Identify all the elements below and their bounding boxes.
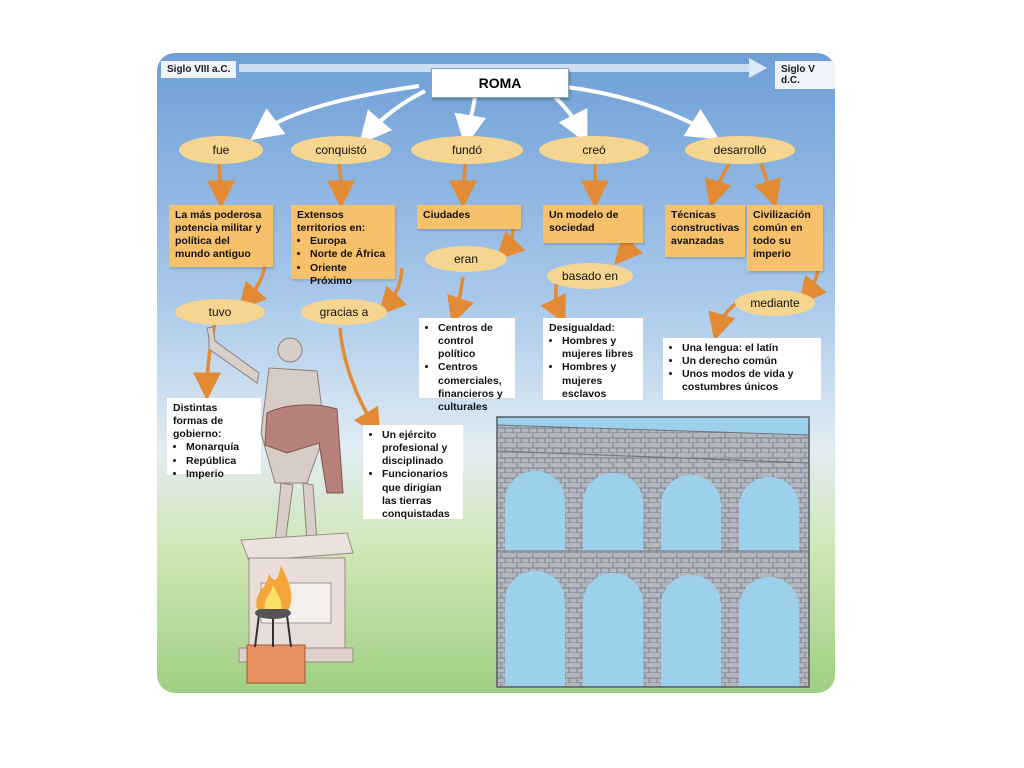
box-tecnicas-constructivas: Técnicas constructivas avanzadas [665,205,745,257]
concept-map-panel: Siglo VIII a.C. Siglo V d.C. ROMA fue co… [157,53,835,693]
lengua-item: Un derecho común [682,355,815,368]
ejercito-item: Un ejército profesional y disciplinado [382,429,457,468]
verb-fundo: fundó [411,136,523,164]
box-extensos-territorios: Extensos territorios en: Europa Norte de… [291,205,395,287]
concept-root-roma: ROMA [431,68,569,98]
aqueduct-border [496,416,810,688]
lengua-item: Unos modos de vida y costumbres únicos [682,368,815,394]
root-arrows [250,84,720,147]
desigualdad-item: Hombres y mujeres libres [562,335,637,361]
box-ciudades: Ciudades [417,205,521,229]
verb-basado-en: basado en [547,263,633,289]
verb-fue: fue [179,136,263,164]
territorio-item: Europa [310,235,389,248]
gobierno-item: República [186,455,255,468]
verb-tuvo: tuvo [175,299,265,325]
verb-mediante: mediante [735,290,815,316]
aqueduct-illustration [496,416,810,688]
verb-creo: creó [539,136,649,164]
statue-figure [206,326,344,544]
timeline-start-label: Siglo VIII a.C. [161,61,237,78]
box-lengua-derecho: Una lengua: el latín Un derecho común Un… [663,338,821,400]
verb-conquisto: conquistó [291,136,391,164]
desigualdad-item: Hombres y mujeres esclavos [562,361,637,400]
ejercito-item: Funcionarios que dirigían las tierras co… [382,468,457,521]
box-modelo-sociedad: Un modelo de sociedad [543,205,643,243]
box-centros: Centros de control político Centros come… [419,318,515,413]
desigualdad-title: Desigualdad: [549,322,615,334]
box-formas-gobierno: Distintas formas de gobierno: Monarquía … [167,398,261,480]
lengua-item: Una lengua: el latín [682,342,815,355]
centros-item: Centros comerciales, financieros y cultu… [438,361,509,414]
gobierno-item: Imperio [186,468,255,481]
gobierno-title: Distintas formas de gobierno: [173,402,224,441]
brazier-fire [246,565,306,684]
verb-gracias-a: gracias a [301,299,387,325]
box-potencia-militar: La más poderosa potencia militar y polít… [169,205,273,267]
territorio-item: Norte de África [310,248,389,261]
timeline-end-label: Siglo V d.C. [775,61,835,89]
verb-desarrollo: desarrolló [685,136,795,164]
box-desigualdad: Desigualdad: Hombres y mujeres libres Ho… [543,318,643,400]
roman-statue-illustration [206,326,354,684]
centros-item: Centros de control político [438,322,509,361]
gobierno-item: Monarquía [186,441,255,454]
box-civilizacion-comun: Civilización común en todo su imperio [747,205,823,271]
territorios-title: Extensos territorios en: [297,209,366,235]
territorio-item: Oriente Próximo [310,262,389,288]
orange-arrows [193,163,827,438]
box-ejercito-funcionarios: Un ejército profesional y disciplinado F… [363,425,463,521]
verb-eran: eran [425,246,507,272]
aqueduct-arches-lower [496,550,810,688]
aqueduct-arches-upper [496,450,810,552]
